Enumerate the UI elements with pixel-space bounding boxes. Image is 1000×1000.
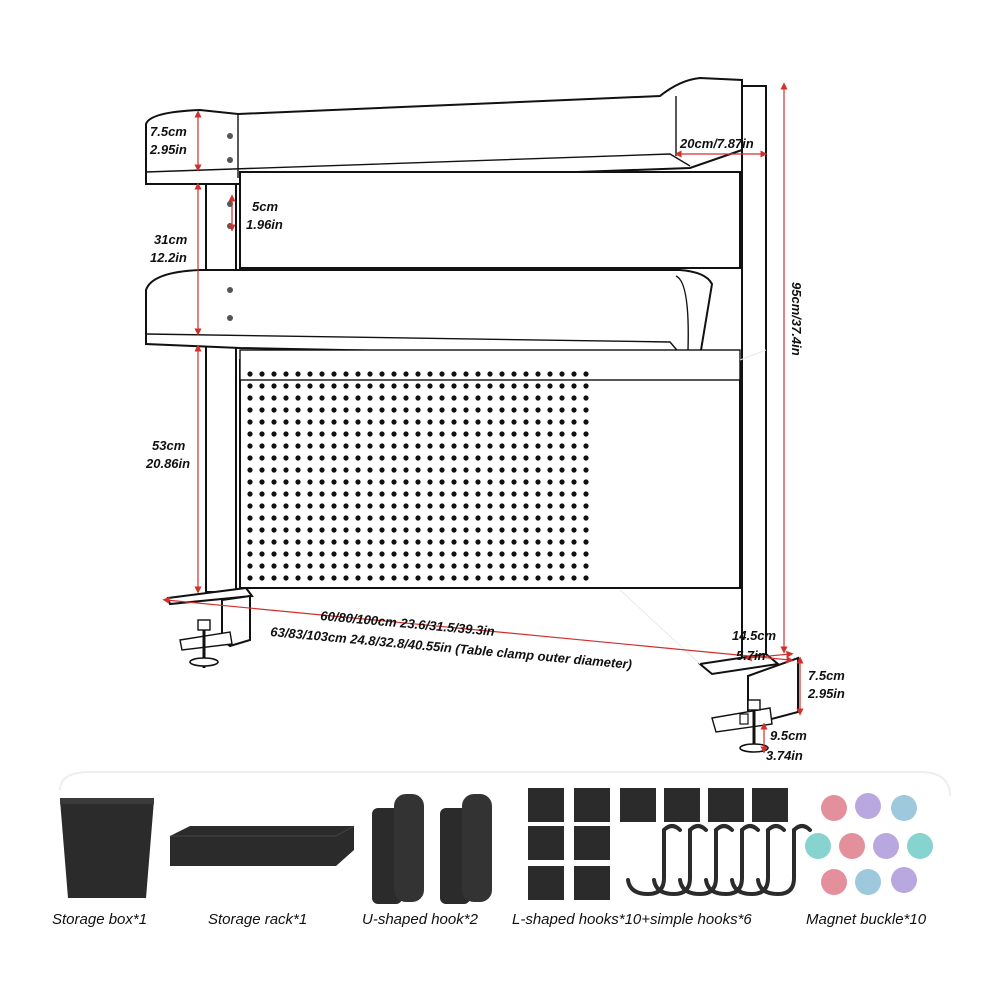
magnet-icon [805,793,933,895]
pegboard-holes [247,371,589,581]
storage-rack-icon [170,825,355,866]
top-shelf-height-in: 2.95in [149,142,187,157]
top-shelf-height-cm: 7.5cm [150,124,187,139]
total-height: 95cm/37.4in [789,282,804,356]
accessory-label-storage-rack: Storage rack*1 [208,911,307,928]
accessory-label-storage-box: Storage box*1 [52,911,147,928]
accessory-label-u-hook: U-shaped hook*2 [362,911,479,928]
accessory-label-magnet: Magnet buckle*10 [806,911,927,928]
top-shelf [145,76,743,185]
middle-height-cm: 31cm [154,232,188,247]
storage-box-icon [60,798,154,898]
left-post-lower [205,343,237,593]
clamp-height-in: 2.95in [807,686,845,701]
dimension-lines [162,82,804,754]
accessories-panel: Storage box*1 Storage rack*1 U-shaped ho… [52,771,951,928]
lower-height-cm: 53cm [152,438,186,453]
clamp-height-cm: 7.5cm [808,668,845,683]
desk-rack-drawing [145,76,799,753]
clamp-opening-cm: 9.5cm [770,728,807,743]
clamp-opening-in: 3.74in [766,748,803,763]
middle-height-in: 12.2in [150,250,187,265]
right-post [741,85,767,659]
depth-label: 20cm/7.87in [679,136,754,151]
gap-cm: 5cm [252,199,278,214]
u-hook-icon [372,794,492,904]
l-hook-icon [528,788,812,900]
accessory-label-l-hooks: L-shaped hooks*10+simple hooks*6 [512,911,752,928]
upper-back-panel [239,171,741,269]
foot-depth-cm: 14.5cm [732,628,777,643]
lower-height-in: 20.86in [145,456,190,471]
middle-shelf [145,269,714,357]
gap-in: 1.96in [246,217,283,232]
left-clamp [166,586,254,668]
foot-depth-in: 5.7in [736,648,766,663]
